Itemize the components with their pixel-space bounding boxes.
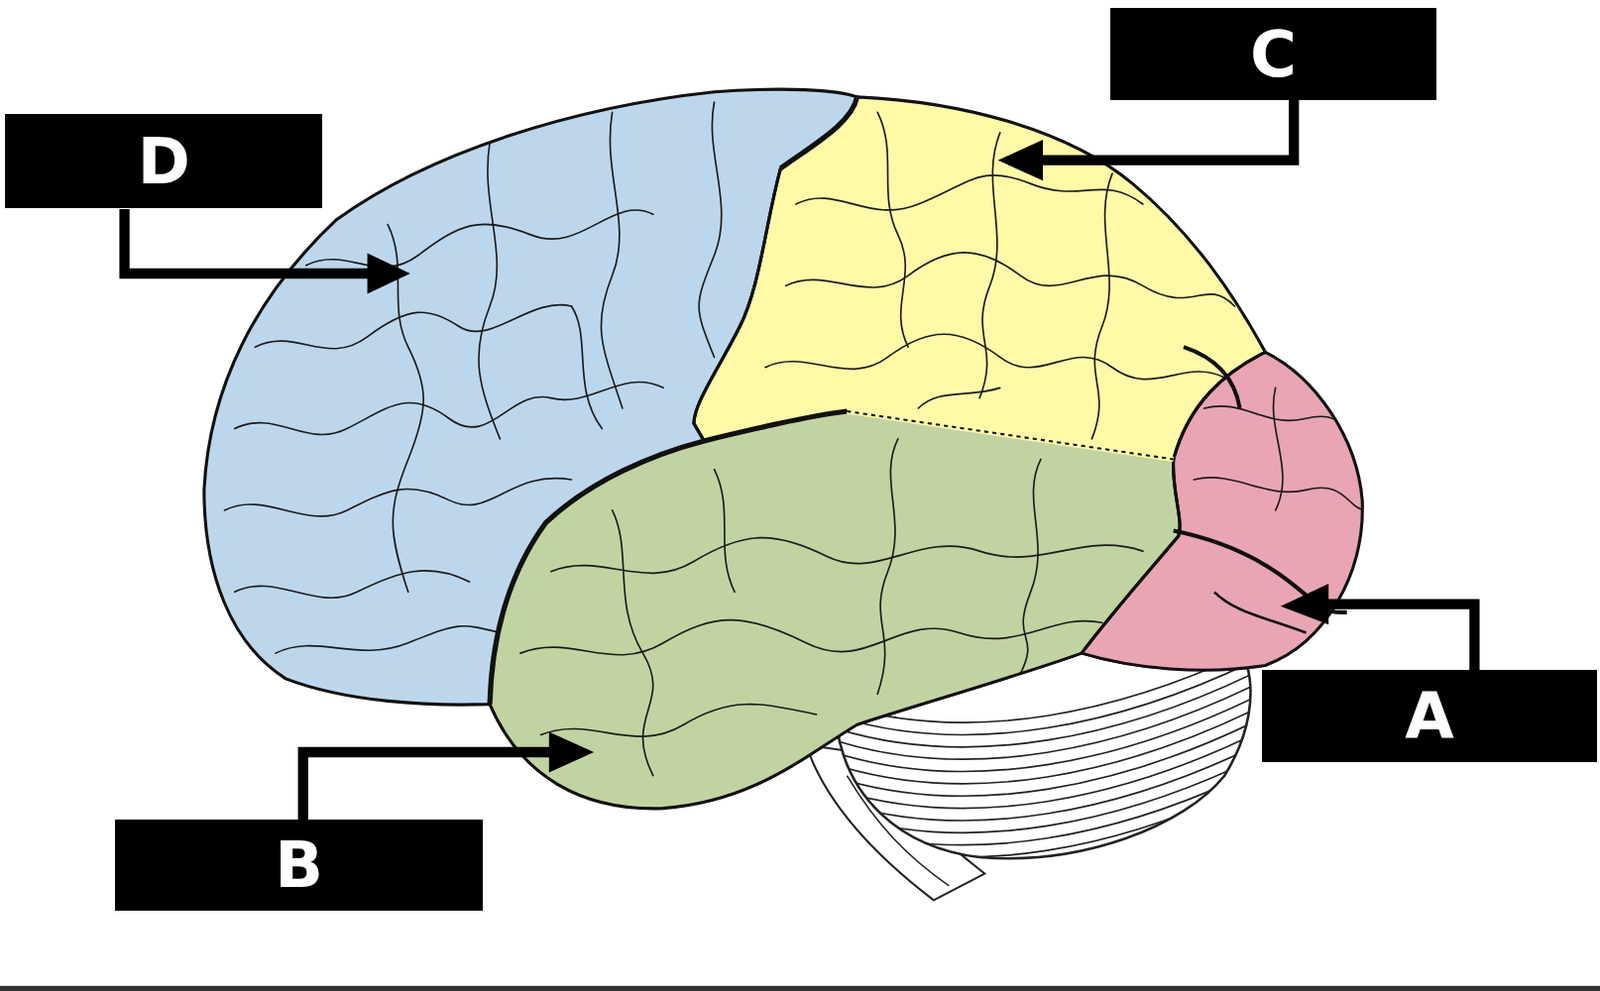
leader-line bbox=[124, 209, 378, 274]
label-letter: A bbox=[1404, 685, 1455, 749]
parietal-lobe bbox=[693, 97, 1265, 460]
label-box: B bbox=[114, 819, 483, 913]
leader-line bbox=[1318, 604, 1475, 672]
bottom-rule bbox=[0, 986, 1600, 991]
gyri-lines bbox=[224, 102, 1368, 777]
label-letter: D bbox=[137, 129, 191, 194]
lobe-divider-bg bbox=[846, 411, 1173, 459]
sulcus bbox=[1183, 346, 1241, 409]
lobe-borders bbox=[204, 89, 1363, 809]
dotted-divider bbox=[846, 411, 1173, 459]
sulcus bbox=[1214, 591, 1307, 633]
lateral-sulcus bbox=[489, 411, 847, 705]
leader-line bbox=[1032, 100, 1295, 161]
label-box: A bbox=[1261, 670, 1598, 763]
label-letter: C bbox=[1250, 22, 1297, 87]
label-box: D bbox=[4, 114, 323, 209]
arrowhead bbox=[1280, 583, 1329, 625]
arrowhead bbox=[367, 252, 411, 294]
label-letter: B bbox=[274, 833, 324, 898]
label-box: C bbox=[1110, 7, 1437, 101]
temporal-lobe bbox=[489, 411, 1180, 809]
leader-line bbox=[303, 752, 557, 820]
central-sulcus bbox=[780, 97, 857, 169]
arrowhead bbox=[549, 731, 594, 773]
arrowhead bbox=[998, 139, 1043, 181]
